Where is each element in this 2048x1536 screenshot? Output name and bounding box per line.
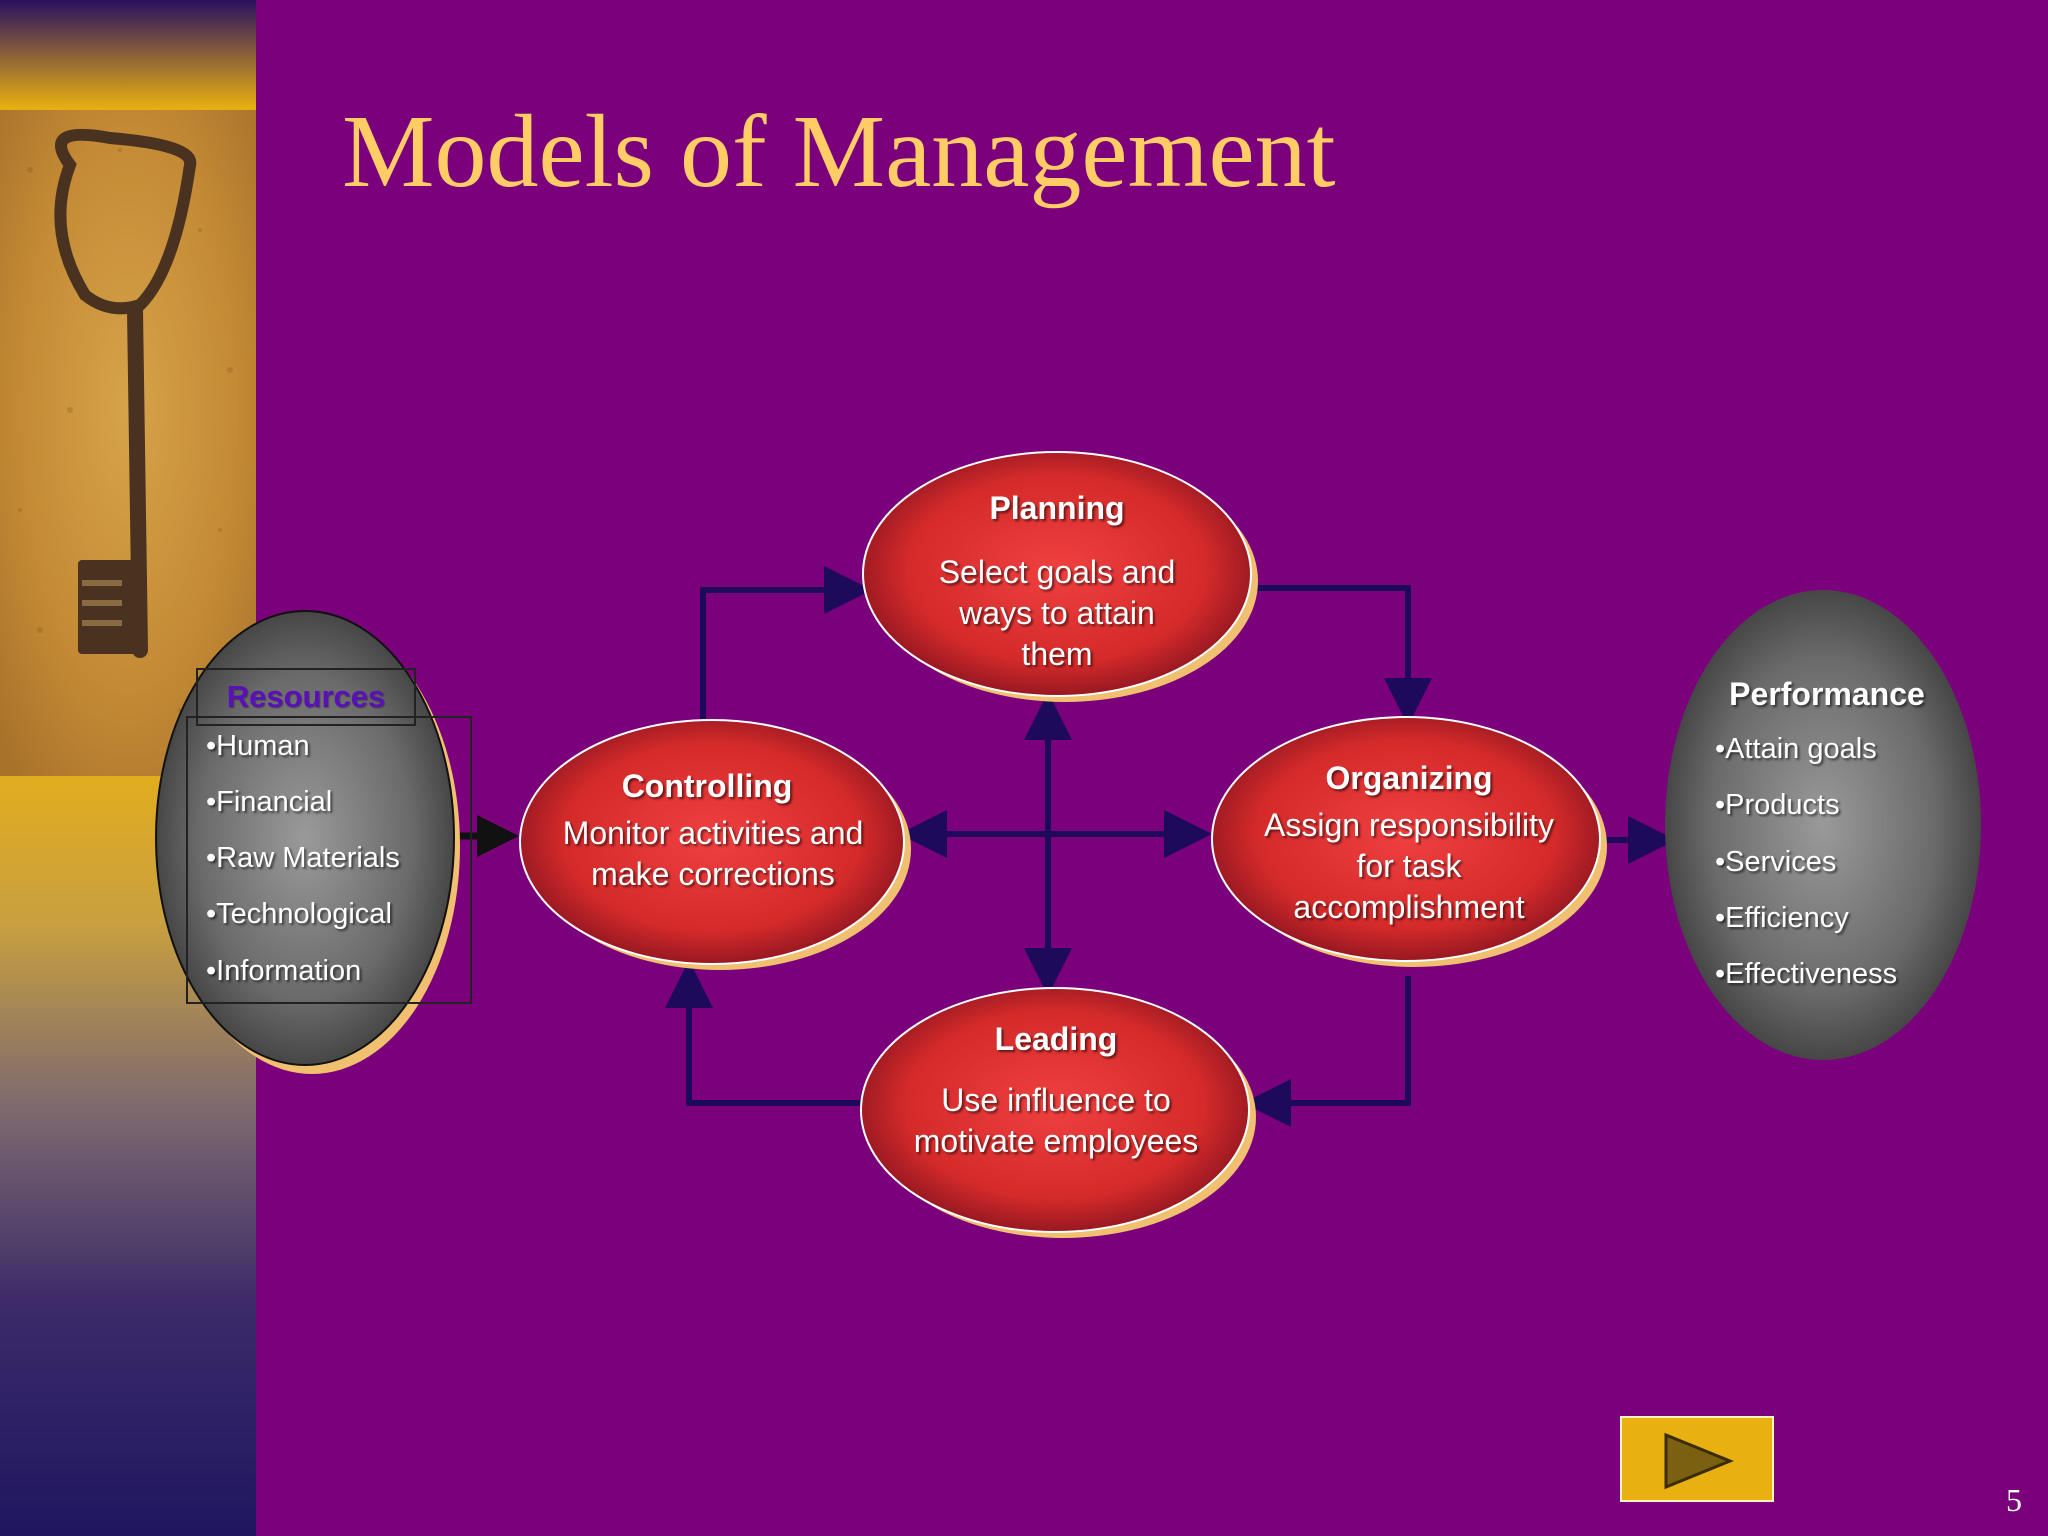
planning-oval [862,451,1252,697]
key-icon [54,128,197,658]
planning-line: them [1021,636,1093,672]
resources-item: •Financial [206,786,333,818]
organizing-line: for task [1356,848,1462,884]
resources-list-box [186,716,472,1004]
performance-item: •Products [1715,789,1840,821]
planning-title: Planning [989,490,1125,526]
organizing-oval [1211,716,1601,962]
arrow-planning-to-organizing [1250,585,1432,726]
planning-line: ways to attain [959,595,1155,631]
performance-item: •Effectiveness [1715,958,1898,990]
connector-arrows [665,566,1676,1127]
controlling-line: Monitor activities and [562,815,864,851]
resources-item: •Information [206,955,362,987]
performance-item: •Services [1715,846,1837,878]
arrow-controlling-to-planning [700,566,872,722]
performance-item: •Attain goals [1715,733,1877,765]
resources-item: •Technological [206,898,392,930]
planning-line: Select goals and [938,554,1176,590]
slide-number: 5 [2006,1482,2022,1518]
resources-item: •Raw Materials [206,842,400,874]
leading-line: motivate employees [913,1123,1199,1159]
key-photo [0,110,256,776]
performance-title: Performance [1729,676,1925,712]
leading-line: Use influence to [941,1082,1171,1118]
key-bit [78,560,138,654]
performance-item: •Efficiency [1715,902,1849,934]
organizing-line: Assign responsibility [1264,807,1554,843]
controlling-line: make corrections [591,856,835,892]
resources-item: •Human [206,730,310,762]
arrow-leading-to-controlling [665,960,866,1106]
organizing-line: accomplishment [1293,889,1525,925]
play-triangle-icon [1664,1432,1734,1490]
resources-title: Resources [196,668,416,726]
arrow-organizing-to-leading [1243,976,1411,1127]
organizing-title: Organizing [1325,760,1493,796]
leading-title: Leading [994,1021,1118,1057]
controlling-oval [519,719,905,965]
performance-oval [1665,590,1981,1060]
slide-title: Models of Management [342,94,1336,209]
next-slide-button[interactable] [1620,1416,1774,1502]
leading-oval [860,987,1250,1233]
controlling-title: Controlling [621,768,793,804]
